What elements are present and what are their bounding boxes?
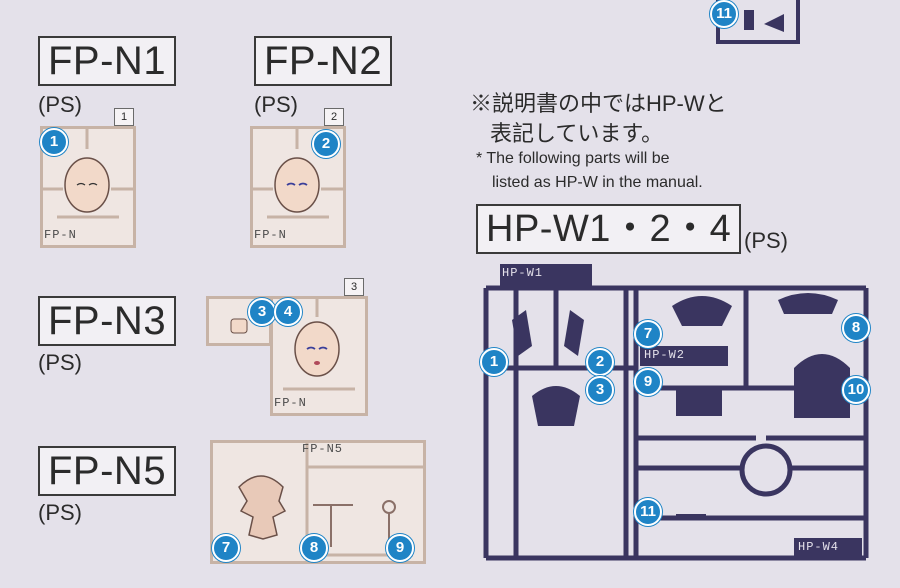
fpn5-title: FP-N5 (38, 446, 177, 496)
fpn3-sprue (270, 296, 368, 416)
hpw-badge-2: 2 (586, 348, 614, 376)
fpn5-plate: FP-N5 (302, 442, 344, 456)
fpn5-badge-7: 7 (212, 534, 240, 562)
hpw-badge-3: 3 (586, 376, 614, 404)
fpn3-badge-4: 4 (274, 298, 302, 326)
fpn1-ps-label: (PS) (38, 92, 82, 117)
hpw-plate-2: HP-W2 (644, 348, 686, 362)
fpn5-ps-label: (PS) (38, 500, 82, 525)
fpn5-badge-8: 8 (300, 534, 328, 562)
hpw-plate-4: HP-W4 (798, 540, 840, 554)
fpn2-sprue-graphic (253, 129, 343, 219)
hpw-badge-10: 10 (842, 376, 870, 404)
fpn1-sprue-graphic (43, 129, 133, 219)
hpw-badge-9: 9 (634, 368, 662, 396)
fpn2-badge: 2 (312, 130, 340, 158)
note-en-line1: * The following parts will be (476, 150, 670, 167)
fpn5-sprue (210, 440, 426, 564)
fpn2-ps-label: (PS) (254, 92, 298, 117)
fpn2-number-tab: 2 (324, 108, 344, 126)
fpn3-title: FP-N3 (38, 296, 177, 346)
note-jp-line2: 表記しています。 (490, 121, 664, 146)
hpw-badge-8: 8 (842, 314, 870, 342)
fpn3-badge-3: 3 (248, 298, 276, 326)
fpn2-plate: FP-N (254, 228, 287, 242)
note-en-line2: listed as HP-W in the manual. (492, 174, 703, 191)
fpn5-badge-9: 9 (386, 534, 414, 562)
hpw-badge-1: 1 (480, 348, 508, 376)
hpw-plate-1: HP-W1 (502, 266, 544, 280)
hpw-sprue (483, 264, 869, 561)
hpw-ps-label: (PS) (744, 228, 788, 253)
hpw-badge-7: 7 (634, 320, 662, 348)
fpn2-sprue (250, 126, 346, 248)
fpn1-title: FP-N1 (38, 36, 177, 86)
fpn3-ps-label: (PS) (38, 350, 82, 375)
fpn1-plate: FP-N (44, 228, 77, 242)
fpn3-number-tab: 3 (344, 278, 364, 296)
fpn3-plate: FP-N (274, 396, 307, 410)
top-badge-11: 11 (710, 0, 738, 28)
hpw-title: HP-W1・2・4 (476, 204, 742, 254)
fpn1-sprue (40, 126, 136, 248)
fpn3-sprue-graphic (283, 299, 355, 391)
note-jp-line1: ※説明書の中ではHP-Wと (470, 91, 727, 116)
fpn1-badge: 1 (40, 128, 68, 156)
fpn1-number-tab: 1 (114, 108, 134, 126)
fpn2-title: FP-N2 (254, 36, 393, 86)
fpn3-small-graphic (230, 318, 248, 334)
hpw-badge-11: 11 (634, 498, 662, 526)
